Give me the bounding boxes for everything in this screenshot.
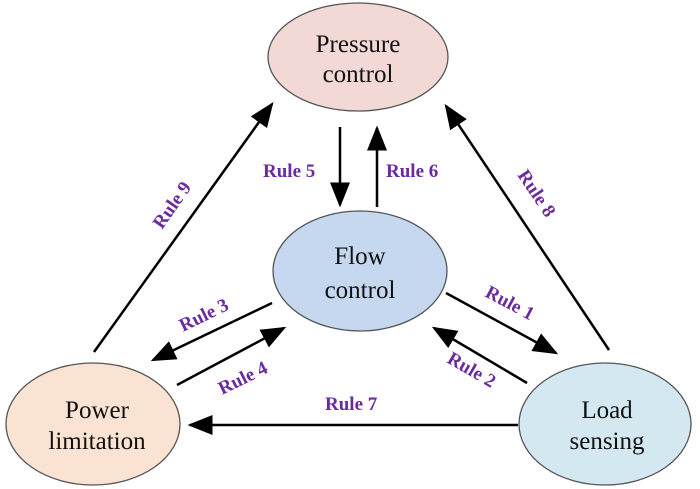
node-power-limitation: Power limitation: [5, 362, 181, 486]
edge-rule-1: [445, 291, 559, 355]
pressure-control-label-line1: Pressure: [316, 31, 401, 58]
rule-6-label: Rule 6: [386, 161, 438, 182]
flow-control-ellipse: [272, 210, 448, 332]
edge-rule-4: [176, 326, 287, 387]
rule-8-label: Rule 8: [513, 166, 560, 221]
edge-rule-3: [150, 301, 273, 362]
rule-5-label: Rule 5: [263, 161, 315, 182]
rule-3-label: Rule 3: [176, 295, 232, 337]
power-limitation-label-line1: Power: [65, 397, 130, 424]
rule-1-label: Rule 1: [482, 282, 538, 325]
rule-4-label: Rule 4: [215, 357, 272, 399]
rule-7-label: Rule 7: [325, 394, 378, 415]
load-sensing-ellipse: [518, 362, 692, 486]
edge-rule-2: [431, 326, 528, 385]
edge-rule-9: [92, 101, 274, 353]
node-flow-control: Flow control: [272, 210, 448, 332]
pressure-control-ellipse: [267, 2, 449, 112]
node-load-sensing: Load sensing: [518, 362, 692, 486]
rule-2-label: Rule 2: [444, 348, 500, 392]
flow-control-label-line1: Flow: [334, 243, 385, 270]
edge-rule-8: [444, 103, 611, 351]
power-limitation-ellipse: [5, 362, 181, 486]
rule-9-label: Rule 9: [149, 178, 196, 233]
node-pressure-control: Pressure control: [267, 2, 449, 112]
pressure-control-label-line2: control: [323, 61, 394, 88]
load-sensing-label-line1: Load: [581, 397, 633, 424]
power-limitation-label-line2: limitation: [48, 428, 146, 455]
flow-control-label-line2: control: [325, 277, 396, 304]
load-sensing-label-line2: sensing: [570, 428, 646, 455]
